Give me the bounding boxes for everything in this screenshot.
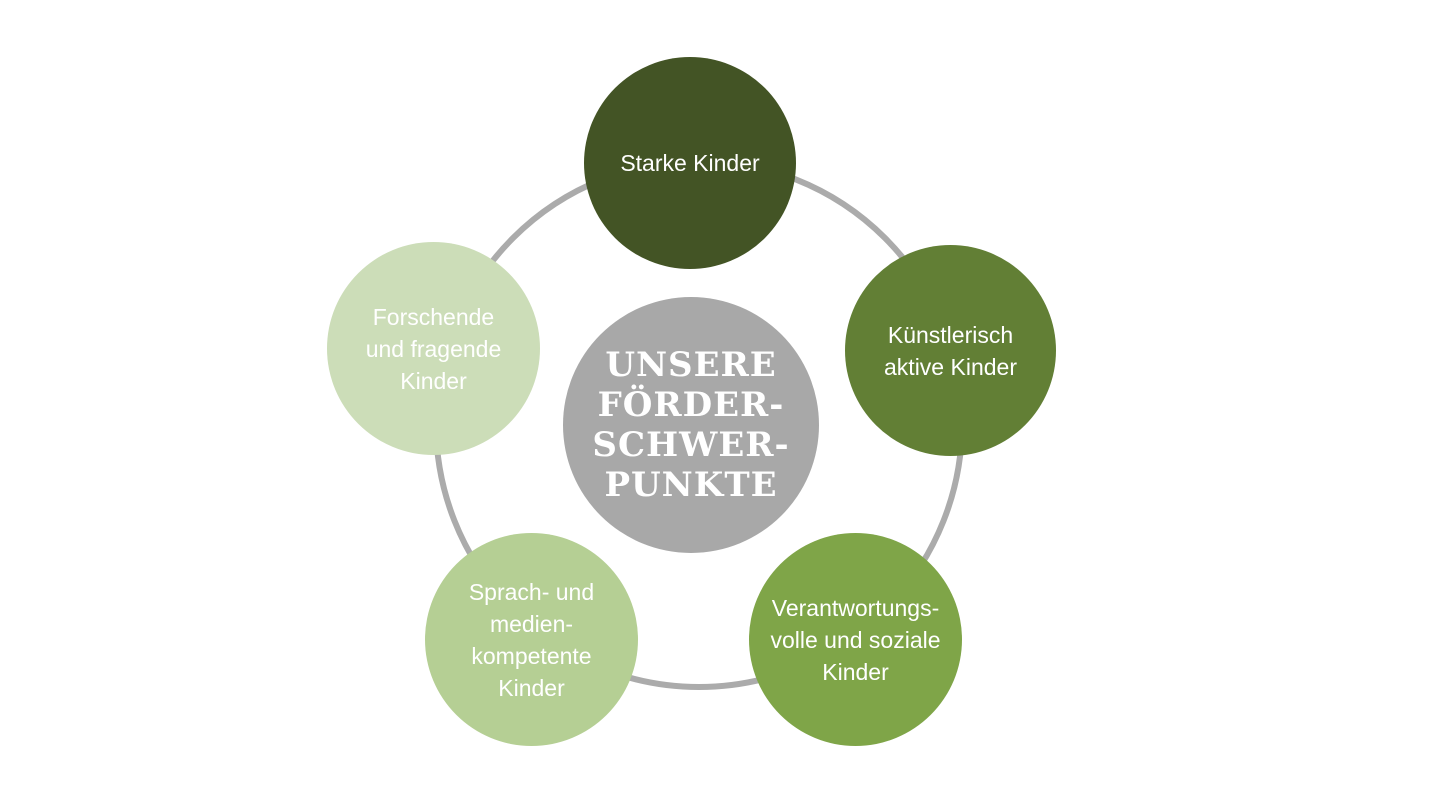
node-starke-kinder: Starke Kinder xyxy=(584,57,796,269)
center-circle-title: UNSERE FÖRDER- SCHWER- PUNKTE xyxy=(563,297,819,553)
node-sprach-medienkompetente-kinder: Sprach- und medien- kompetente Kinder xyxy=(425,533,638,746)
node-kuenstlerisch-aktive-kinder: Künstlerisch aktive Kinder xyxy=(845,245,1056,456)
node-forschende-fragende-kinder: Forschende und fragende Kinder xyxy=(327,242,540,455)
node-verantwortungsvolle-soziale-kinder: Verantwortungs- volle und soziale Kinder xyxy=(749,533,962,746)
